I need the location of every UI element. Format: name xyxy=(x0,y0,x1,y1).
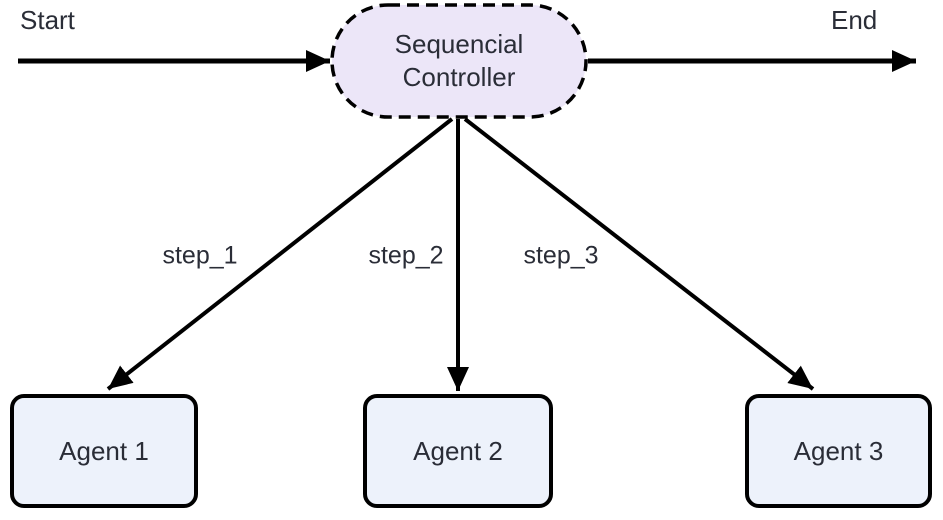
controller-node-shape xyxy=(330,3,588,119)
agent-2-node: Agent 2 xyxy=(363,394,553,508)
controller-label-line-1: Sequencial xyxy=(394,29,524,59)
edge-label-step-3: step_3 xyxy=(523,241,599,270)
controller-label-line-2: Controller xyxy=(402,62,516,92)
agent-1-node: Agent 1 xyxy=(10,394,198,508)
edge-label-step-1: step_1 xyxy=(162,241,238,270)
agent-1-label: Agent 1 xyxy=(59,435,149,466)
edge-step-3 xyxy=(463,117,815,391)
agent-2-label: Agent 2 xyxy=(413,435,503,466)
edge-label-step-2: step_2 xyxy=(368,241,444,270)
controller-node-label: Sequencial Controller xyxy=(332,5,586,117)
agent-3-node: Agent 3 xyxy=(745,394,932,508)
end-label: End xyxy=(831,5,878,35)
agent-3-label: Agent 3 xyxy=(793,435,884,466)
start-label: Start xyxy=(20,5,75,35)
edge-step-1 xyxy=(106,117,454,391)
